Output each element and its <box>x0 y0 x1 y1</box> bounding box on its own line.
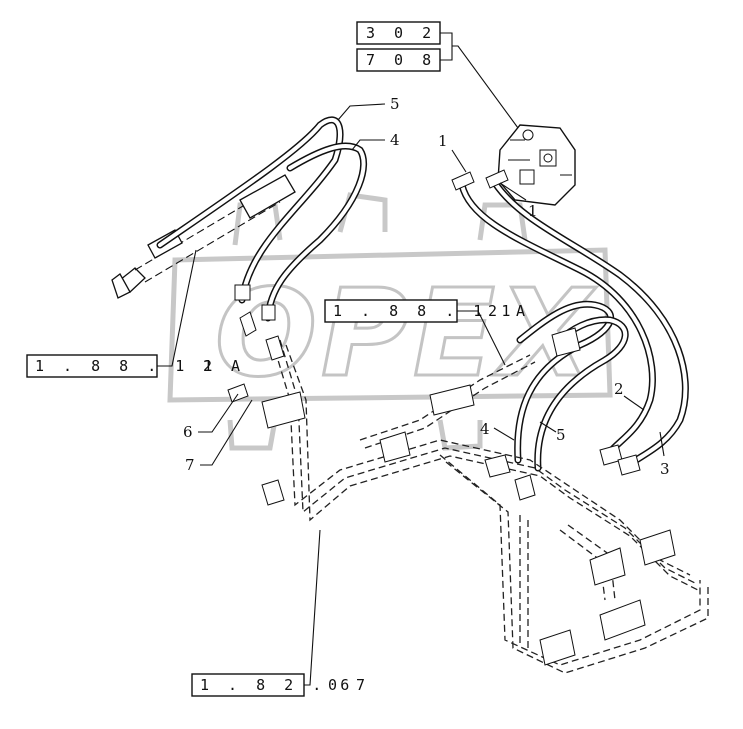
svg-text:7: 7 <box>185 456 195 474</box>
ref-1-88-11-left-label: 1 . 8 8 . 1 1 <box>35 357 217 375</box>
ref-708-label: 7 0 8 <box>366 51 436 69</box>
ref-1-82-6-label: 1 . 8 2 . 6 <box>200 676 354 694</box>
svg-text:2: 2 <box>614 380 624 398</box>
callout-6: 6 <box>183 393 239 441</box>
callout-5-top: 5 <box>337 95 400 121</box>
watermark-text: OPEX <box>215 265 597 404</box>
svg-text:4: 4 <box>390 131 400 149</box>
ref-bottom-suffix: 0 7 <box>328 676 370 694</box>
ref-left-leader <box>157 249 197 367</box>
callout-4-mid: 4 <box>480 420 515 441</box>
callout-1-b: 1 <box>499 182 538 220</box>
callout-2: 2 <box>614 380 645 411</box>
svg-text:4: 4 <box>480 420 490 438</box>
svg-text:3: 3 <box>660 460 670 478</box>
ref-center-leader <box>457 310 506 366</box>
ref-708-group[interactable]: 7 0 8 <box>356 48 441 72</box>
ref-1-88-11-center-group[interactable]: 1 . 8 8 . 1 1 <box>324 299 515 323</box>
hydraulic-cylinder <box>111 174 296 299</box>
hoses-top <box>156 116 368 322</box>
hoses-right <box>458 179 689 472</box>
svg-text:1: 1 <box>438 132 448 150</box>
ref-left-suffix: 2 A <box>203 357 245 375</box>
ref-leader-top <box>440 32 519 129</box>
callout-3: 3 <box>659 431 670 478</box>
svg-text:1: 1 <box>528 202 538 220</box>
svg-text:5: 5 <box>390 95 400 113</box>
ref-1-88-11-left-group[interactable]: 1 . 8 8 . 1 1 <box>26 354 217 378</box>
ref-1-82-6-group[interactable]: 1 . 8 2 . 6 <box>191 673 354 697</box>
fittings <box>227 169 676 666</box>
ref-302-group[interactable]: 3 0 2 <box>356 21 441 45</box>
hoses-mid <box>514 300 629 472</box>
valve-block <box>497 124 576 206</box>
callout-1-a: 1 <box>438 132 467 173</box>
svg-text:5: 5 <box>556 426 566 444</box>
ref-1-88-11-center-label: 1 . 8 8 . 1 1 <box>333 302 515 320</box>
callout-7: 7 <box>185 399 253 474</box>
ref-302-label: 3 0 2 <box>366 24 436 42</box>
ref-center-suffix: 2 A <box>488 302 530 320</box>
callout-4-top: 4 <box>351 131 400 151</box>
svg-text:6: 6 <box>183 423 193 441</box>
callout-5-mid: 5 <box>539 421 566 444</box>
ref-bottom-leader <box>304 529 321 686</box>
